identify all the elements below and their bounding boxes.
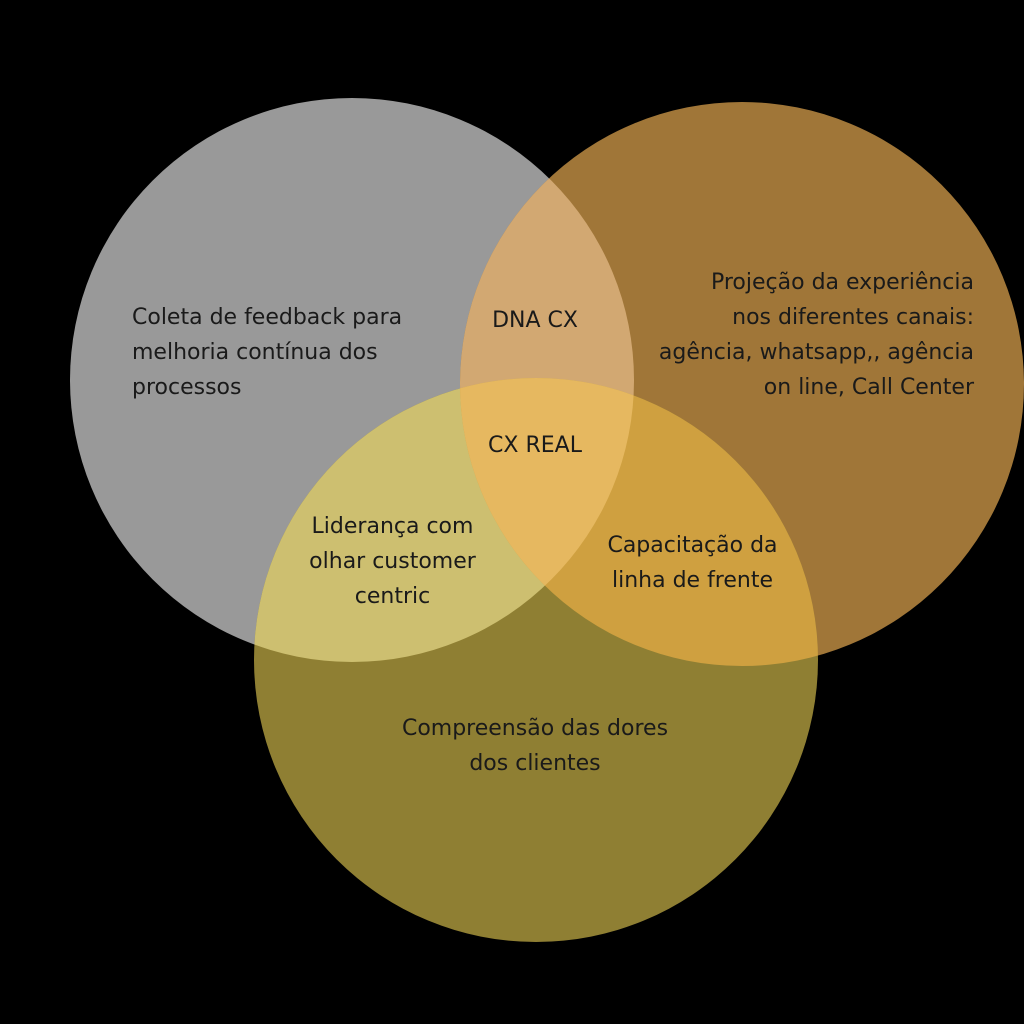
feedback-set-label: Coleta de feedback para melhoria contínu… xyxy=(132,305,403,400)
channels-set-label: Projeção da experiência nos diferentes c… xyxy=(658,270,974,400)
cx-real-label: CX REAL xyxy=(488,433,582,458)
frontline-training-label: Capacitação da linha de frente xyxy=(607,533,778,593)
pain-set-label: Compreensão das dores dos clientes xyxy=(401,716,669,776)
dna-cx-label: DNA CX xyxy=(492,308,578,333)
leadership-label: Liderança com olhar customer centric xyxy=(309,514,476,609)
